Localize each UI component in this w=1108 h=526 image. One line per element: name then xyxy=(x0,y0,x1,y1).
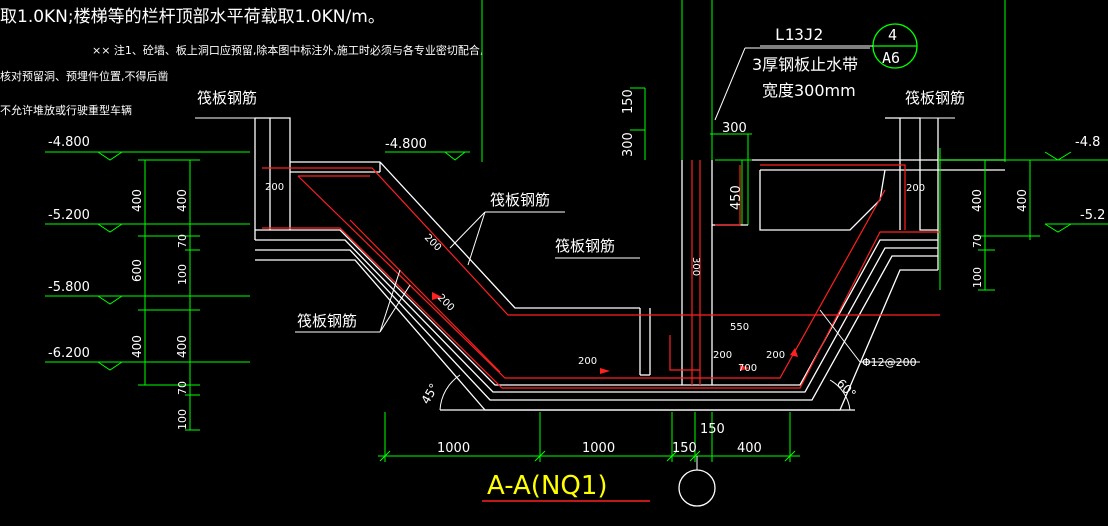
dim-200-g: 200 xyxy=(906,183,925,194)
bottom-dimension-line xyxy=(378,412,800,462)
dim-200-f: 200 xyxy=(766,350,785,361)
raft-rebar-label-5: 筏板钢筋 xyxy=(905,89,965,107)
elevation-label-3: -5.800 xyxy=(48,280,90,295)
dim-450: 450 xyxy=(729,185,744,210)
elevation-label-1: -4.800 xyxy=(48,135,90,150)
dim-300-top: 300 xyxy=(722,121,747,136)
dim-150-bottom: 150 xyxy=(672,441,697,456)
dim-150-over: 150 xyxy=(700,422,725,437)
dim-400-b: 400 xyxy=(130,335,144,358)
elevation-label-right-1: -4.8 xyxy=(1075,135,1100,150)
rebar-arrows xyxy=(432,292,798,374)
dim-400-right-b: 400 xyxy=(1015,189,1029,212)
raft-rebar-label-4: 筏板钢筋 xyxy=(297,312,357,330)
elevation-label-right-2: -5.2 xyxy=(1080,208,1105,223)
elevation-label-4: -6.200 xyxy=(48,346,90,361)
rebar-lines xyxy=(262,160,940,389)
angle-45: 45° xyxy=(418,381,441,406)
right-elevation-markers: -4.8 -5.2 400 400 70 100 xyxy=(938,135,1108,291)
dim-300-inner: 300 xyxy=(690,257,701,276)
top-elevation-marker: -4.800 xyxy=(385,137,470,161)
dim-400-a: 400 xyxy=(130,189,144,212)
dim-70-b: 70 xyxy=(176,381,189,395)
dim-200-e: 200 xyxy=(713,350,732,361)
dim-300-vert: 300 xyxy=(621,132,636,157)
left-elevation-markers: -4.800 -5.200 -5.800 -6.200 400 600 400 … xyxy=(45,135,250,431)
angle-arcs xyxy=(439,374,851,411)
note-line-1: 取1.0KN;楼梯等的栏杆顶部水平荷载取1.0KN/m。 xyxy=(0,7,385,27)
elevation-label-top: -4.800 xyxy=(385,137,427,152)
note-line-3: 核对预留洞、预埋件位置,不得后凿 xyxy=(0,69,169,83)
dim-200-b: 200 xyxy=(422,232,443,253)
angle-60: 60° xyxy=(834,376,859,401)
dim-400-bottom: 400 xyxy=(737,441,762,456)
dim-100-a: 100 xyxy=(176,264,189,285)
dim-100-b: 100 xyxy=(176,409,189,430)
dim-200-a: 200 xyxy=(265,182,284,193)
detail-sheet: A6 xyxy=(882,49,900,67)
dim-550: 550 xyxy=(730,322,749,333)
elevation-label-2: -5.200 xyxy=(48,208,90,223)
dim-400-c: 400 xyxy=(175,189,189,212)
dim-1000-b: 1000 xyxy=(582,441,615,456)
detail-ref-code: L13J2 xyxy=(775,25,823,44)
dim-70-a: 70 xyxy=(176,234,189,248)
detail-number: 4 xyxy=(888,26,897,44)
dim-100-right: 100 xyxy=(971,267,984,288)
dim-400-d: 400 xyxy=(175,335,189,358)
dim-700: 700 xyxy=(738,363,757,374)
note-line-4: 不允许堆放或行驶重型车辆 xyxy=(0,103,132,117)
dim-200-d: 200 xyxy=(578,356,597,367)
section-title: A-A(NQ1) xyxy=(487,471,608,501)
note-line-2: ×× 注1、砼墙、板上洞口应预留,除本图中标注外,施工时必须与各专业密切配合, xyxy=(92,43,483,57)
raft-rebar-label-3: 筏板钢筋 xyxy=(555,237,615,255)
dim-150-vert: 150 xyxy=(621,89,636,114)
waterstop-label-1: 3厚钢板止水带 xyxy=(752,55,858,74)
leader-lines xyxy=(195,47,955,363)
dim-400-right-a: 400 xyxy=(970,189,984,212)
axis-bubble xyxy=(678,469,716,507)
dim-70-right: 70 xyxy=(971,234,984,248)
rebar-spec-label: Φ12@200 xyxy=(862,356,917,369)
dim-600: 600 xyxy=(130,259,144,282)
raft-rebar-label-2: 筏板钢筋 xyxy=(490,191,550,209)
green-outline-lines xyxy=(481,0,1006,225)
concrete-outline xyxy=(254,117,1005,411)
detail-reference: 4 A6 xyxy=(760,23,918,69)
raft-rebar-label-1: 筏板钢筋 xyxy=(197,89,257,107)
waterstop-label-2: 宽度300mm xyxy=(762,81,856,100)
dim-1000-a: 1000 xyxy=(437,441,470,456)
